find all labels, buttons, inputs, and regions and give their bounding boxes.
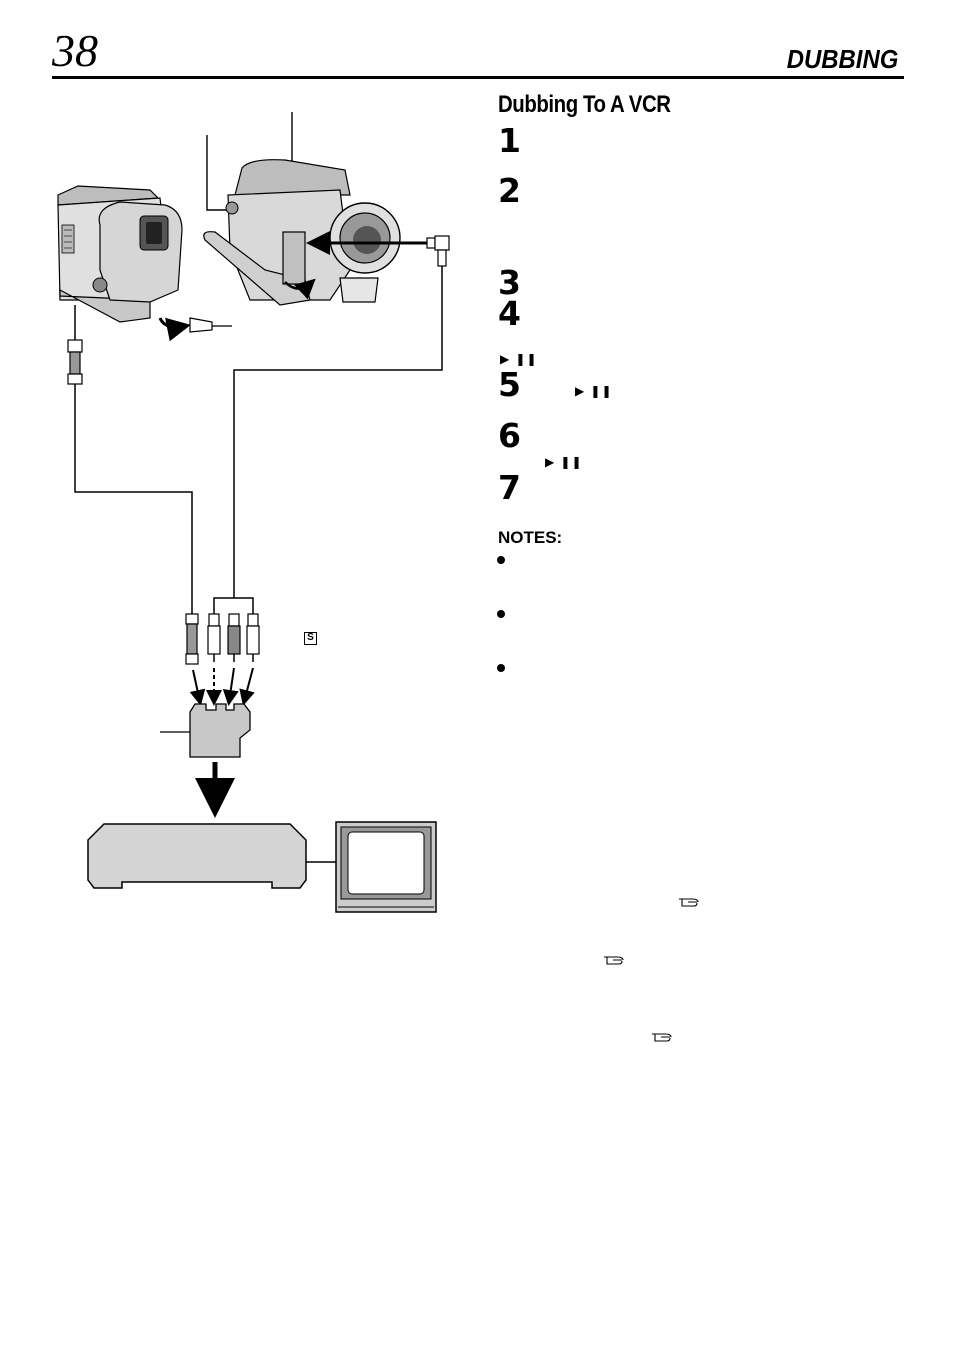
cables <box>74 272 443 614</box>
step-number-6: 6 <box>498 416 521 455</box>
adapter-arrows <box>189 667 255 706</box>
tv-set <box>335 821 437 913</box>
camcorder-front <box>203 159 401 306</box>
step-number-7: 7 <box>498 468 521 507</box>
notes-title: NOTES: <box>498 528 563 547</box>
step-number-1: 1 <box>498 121 521 160</box>
pointing-hand-icon <box>679 898 699 907</box>
subheading: Dubbing To A VCR <box>498 91 671 118</box>
vcr-unit <box>87 823 336 889</box>
step-number-2: 2 <box>498 171 521 210</box>
step-number-3: 3 <box>498 263 521 302</box>
s-mark: S <box>304 632 317 645</box>
av-plug <box>306 231 450 272</box>
play-pause-icon: ▶ ❚❚ <box>545 455 583 469</box>
header-rule <box>52 76 904 79</box>
s-video-plug-top <box>67 305 83 385</box>
page-number: 38 <box>52 25 98 76</box>
pointing-hand-icon <box>604 956 624 965</box>
play-pause-icon: ▶ ❚❚ <box>500 352 538 366</box>
step-number-4: 4 <box>498 294 521 333</box>
section-title: DUBBING <box>786 44 898 74</box>
bottom-plugs <box>185 613 260 665</box>
scart-adapter <box>189 703 251 758</box>
pointing-hand-icon <box>652 1033 672 1042</box>
bullet-icon <box>497 610 505 618</box>
play-pause-icon: ▶ ❚❚ <box>575 384 613 398</box>
camcorder-rear <box>57 185 232 342</box>
bullet-icon <box>497 664 505 672</box>
bullet-icon <box>497 556 505 564</box>
step-number-5: 5 <box>498 365 521 404</box>
